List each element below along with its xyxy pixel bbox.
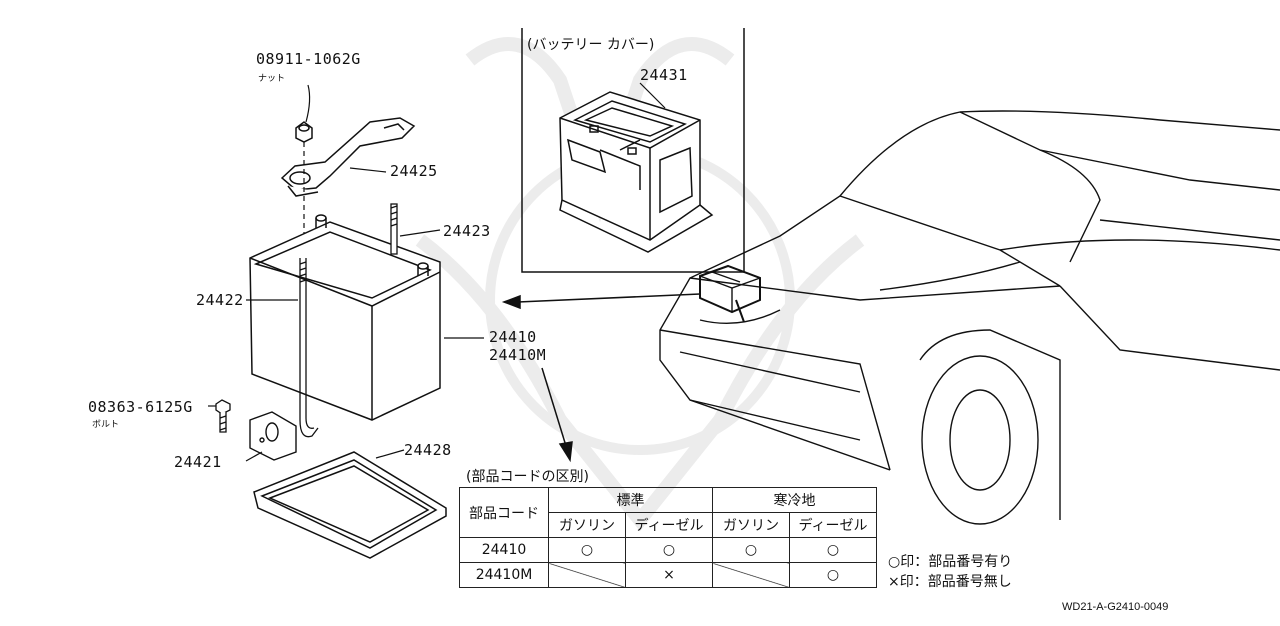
header-std-diesel: ディーゼル [625, 512, 713, 538]
label-24428: 24428 [404, 441, 452, 459]
table-row: 24410M × ○ [459, 562, 877, 588]
cell-cold-gasoline: ○ [712, 537, 790, 563]
row-code: 24410M [459, 562, 549, 588]
leader-24425 [349, 167, 387, 173]
header-code: 部品コード [459, 487, 549, 538]
leader-24423 [399, 229, 441, 237]
label-bolt-part: 08363-6125G [88, 398, 193, 416]
cover-caption: (バッテリー カバー) [527, 37, 655, 53]
cell-cold-gasoline-na [712, 562, 790, 588]
rod-24423 [390, 203, 398, 255]
leader-24421 [245, 451, 263, 462]
header-cold-diesel: ディーゼル [789, 512, 877, 538]
cell-std-gasoline-na [548, 562, 626, 588]
tray-drawing [253, 451, 447, 559]
legend-cross: ×印：部品番号無し [888, 574, 1012, 590]
table-row: 24410 ○ ○ ○ ○ [459, 537, 877, 563]
cell-std-diesel: ○ [625, 537, 713, 563]
leader-24431 [639, 82, 666, 109]
label-24410: 24410 [489, 328, 537, 346]
rod-24422 [299, 258, 319, 438]
cell-cold-diesel: ○ [789, 562, 877, 588]
label-24431: 24431 [640, 66, 688, 84]
parts-code-table: 部品コード 標準 寒冷地 ガソリン ディーゼル ガソリン ディーゼル 24410… [459, 487, 877, 588]
label-bolt-name: ボルト [92, 420, 120, 430]
battery-drawing [249, 214, 441, 421]
leader-nut [305, 84, 311, 123]
plate-drawing [249, 411, 297, 461]
leader-24428 [375, 449, 405, 459]
label-24422: 24422 [196, 291, 244, 309]
arrow-to-battery [501, 293, 701, 310]
bolt-drawing [215, 399, 231, 433]
battery-cover-inset [521, 28, 745, 273]
nut-drawing [295, 121, 313, 143]
label-24421: 24421 [174, 453, 222, 471]
header-standard: 標準 [548, 487, 713, 513]
label-24423: 24423 [443, 222, 491, 240]
reference-code: WD21-A-G2410-0049 [1062, 601, 1169, 613]
table-title: (部品コードの区別) [466, 469, 589, 485]
row-code: 24410 [459, 537, 549, 563]
arrow-to-table [541, 367, 573, 463]
legend: ○印：部品番号有り ×印：部品番号無し [888, 552, 1012, 592]
label-nut-name: ナット [258, 74, 286, 84]
truck-drawing [659, 110, 1280, 525]
header-cold: 寒冷地 [712, 487, 877, 513]
cell-std-gasoline: ○ [548, 537, 626, 563]
legend-circle: ○印：部品番号有り [888, 554, 1013, 570]
cell-std-diesel: × [625, 562, 713, 588]
label-24410m: 24410M [489, 346, 547, 364]
label-24425: 24425 [390, 162, 438, 180]
bracket-drawing [280, 117, 416, 197]
cell-cold-diesel: ○ [789, 537, 877, 563]
header-std-gasoline: ガソリン [548, 512, 626, 538]
label-nut-part: 08911-1062G [256, 50, 361, 68]
header-cold-gasoline: ガソリン [712, 512, 790, 538]
